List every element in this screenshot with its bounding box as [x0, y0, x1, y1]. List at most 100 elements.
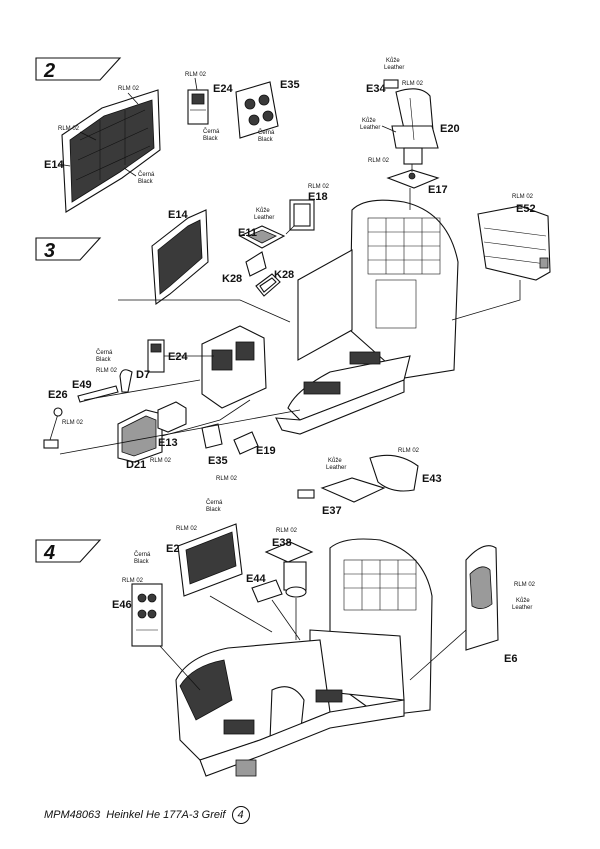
part-e43: [369, 454, 419, 492]
paint-label-rlm02: RLM 02: [402, 81, 424, 87]
part-label-e37: E37: [322, 505, 342, 517]
part-e6: [465, 545, 499, 651]
part-label-e49: E49: [72, 379, 92, 391]
part-e19: [233, 431, 259, 455]
paint-label-rlm02: RLM 02: [150, 458, 172, 464]
part-label-e24: E24: [168, 351, 188, 363]
part-e37: [297, 477, 386, 503]
part-e52: [477, 205, 551, 281]
part-label-e13: E13: [158, 437, 178, 449]
step-badge-3: 3: [35, 237, 102, 262]
fuselage-section-step3: [275, 199, 459, 435]
part-k28-b: [255, 273, 281, 297]
part-e11: [238, 225, 286, 249]
paint-label-black: Black: [203, 136, 219, 142]
part-e14-step3: [151, 209, 209, 306]
fuselage-section-step4: [175, 538, 433, 777]
footer: MPM48063 Heinkel He 177A-3 Greif 4: [44, 804, 250, 826]
paint-label-rlm02: RLM 02: [176, 526, 198, 532]
part-label-e14: E14: [44, 159, 64, 171]
paint-label-black: Black: [206, 507, 222, 513]
part-label-e52: E52: [516, 203, 536, 215]
part-e49: [77, 385, 119, 403]
paint-label-cerna: Černá: [203, 128, 220, 135]
paint-label-rlm02: RLM 02: [62, 420, 84, 426]
part-label-e38: E38: [272, 537, 292, 549]
part-label-e46: E46: [112, 599, 132, 611]
part-label-e34: E34: [366, 83, 386, 95]
step-badge-2: 2: [35, 57, 122, 82]
control-assembly: [201, 325, 267, 409]
kit-title: Heinkel He 177A-3 Greif: [106, 809, 226, 821]
paint-label-rlm02: RLM 02: [512, 194, 534, 200]
part-label-d21: D21: [126, 459, 146, 471]
paint-label-kuze: Kůže: [386, 57, 400, 64]
paint-label-kuze: Kůže: [328, 457, 342, 464]
part-label-k28: K28: [274, 269, 294, 281]
paint-label-leather: Leather: [254, 215, 274, 221]
paint-label-rlm02: RLM 02: [368, 158, 390, 164]
paint-label-black: Black: [138, 179, 154, 185]
step-number: 4: [43, 542, 55, 564]
paint-label-rlm02: RLM 02: [122, 578, 144, 584]
paint-label-rlm02: RLM 02: [216, 476, 238, 482]
part-label-e35: E35: [280, 79, 300, 91]
part-k28-a: [245, 251, 267, 277]
part-e14-step2: [61, 89, 161, 213]
paint-label-black: Black: [258, 137, 274, 143]
part-e24-step2: [187, 89, 209, 125]
paint-label-kuze: Kůže: [362, 117, 376, 124]
step-number: 3: [44, 240, 55, 262]
paint-label-leather: Leather: [384, 65, 404, 71]
part-e20-seat: [391, 88, 439, 165]
paint-label-rlm02: RLM 02: [514, 582, 536, 588]
part-label-e35: E35: [208, 455, 228, 467]
paint-label-cerna: Černá: [258, 129, 275, 136]
part-label-e2: E2: [166, 543, 179, 555]
paint-label-rlm02: RLM 02: [118, 86, 140, 92]
part-label-e44: E44: [246, 573, 266, 585]
part-label-e14: E14: [168, 209, 188, 221]
part-e2: [177, 523, 243, 597]
page-number: 4: [231, 806, 250, 824]
paint-label-leather: Leather: [326, 465, 346, 471]
part-label-e11: E11: [238, 227, 257, 239]
part-label-e43: E43: [422, 473, 442, 485]
kit-code: MPM48063: [44, 809, 101, 821]
leader-lines-step3: [59, 188, 521, 455]
step-number: 2: [43, 60, 55, 82]
part-label-k28: K28: [222, 273, 242, 285]
part-label-d7: D7: [136, 369, 150, 381]
part-e13: [157, 401, 187, 433]
paint-label-cerna: Černá: [206, 499, 223, 506]
paint-label-rlm02: RLM 02: [58, 126, 80, 132]
part-e35-step3: [201, 423, 223, 449]
part-label-e18: E18: [308, 191, 328, 203]
paint-label-rlm02: RLM 02: [308, 184, 330, 190]
part-e38: [264, 541, 314, 598]
part-label-e26: E26: [48, 389, 68, 401]
part-e46: [131, 583, 163, 647]
paint-label-leather: Leather: [512, 605, 532, 611]
paint-label-rlm02: RLM 02: [276, 528, 298, 534]
part-d21: [117, 409, 163, 463]
step-badge-4: 4: [35, 539, 102, 564]
paint-label-rlm02: RLM 02: [96, 368, 118, 374]
paint-label-rlm02: RLM 02: [398, 448, 420, 454]
paint-label-rlm02: RLM 02: [185, 72, 207, 78]
paint-label-kuze: Kůže: [516, 597, 530, 604]
part-e34: [383, 79, 399, 89]
paint-label-cerna: Černá: [96, 349, 113, 356]
paint-label-cerna: Černá: [138, 171, 155, 178]
part-e26: [43, 407, 63, 449]
part-e44: [251, 579, 283, 603]
leader-lines-step4: [159, 595, 467, 691]
part-label-e17: E17: [428, 184, 448, 196]
part-e17: [386, 169, 440, 189]
part-label-e20: E20: [440, 123, 460, 135]
part-d7: [119, 369, 133, 393]
paint-label-cerna: Černá: [134, 551, 151, 558]
paint-label-black: Black: [96, 357, 112, 363]
part-e35-step2: [235, 81, 279, 139]
